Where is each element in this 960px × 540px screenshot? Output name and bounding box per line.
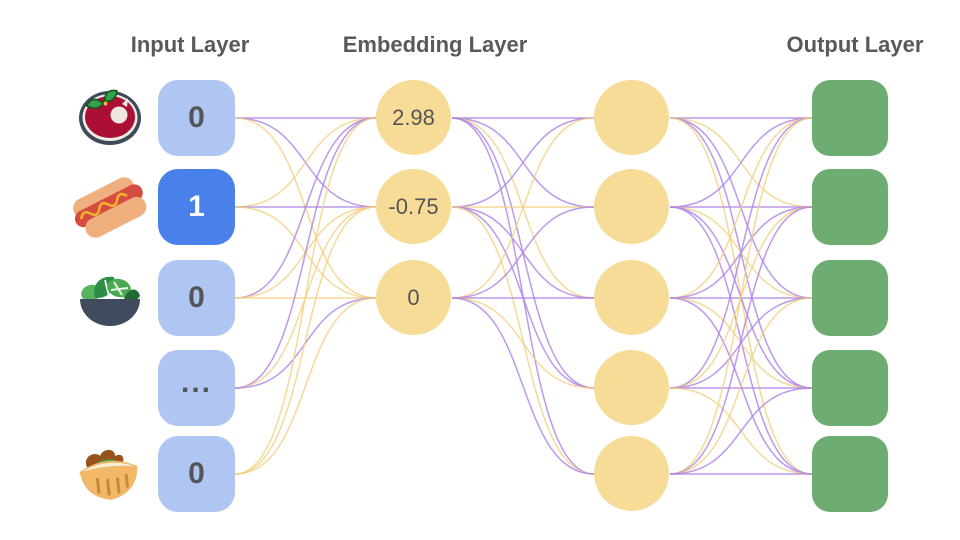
input-node-value: ... (180, 366, 212, 399)
input-node: 1 (158, 169, 235, 245)
embedding-layer-title: Embedding Layer (342, 32, 528, 57)
input-node: 0 (158, 80, 235, 156)
salad-icon (78, 270, 142, 333)
hidden-node (594, 80, 669, 155)
input-node: ... (158, 350, 235, 426)
output-node (812, 260, 888, 336)
embedding-node: -0.75 (376, 169, 451, 244)
output-node (812, 350, 888, 426)
output-layer-title: Output Layer (786, 32, 924, 57)
input-layer-title: Input Layer (130, 32, 250, 57)
embedding-node: 2.98 (376, 80, 451, 155)
output-node (812, 169, 888, 245)
embedding-node: 0 (376, 260, 451, 335)
input-node-value: 0 (188, 101, 205, 134)
input-node-value: 0 (188, 281, 205, 314)
soup-icon (78, 89, 142, 152)
input-node: 0 (158, 436, 235, 512)
hidden-node (594, 169, 669, 244)
input-node-value: 1 (188, 190, 205, 223)
hidden-node (594, 436, 669, 511)
input-node-value: 0 (188, 457, 205, 490)
input-node: 0 (158, 260, 235, 336)
embedding-node-value: 2.98 (392, 104, 435, 130)
embedding-node-value: 0 (407, 284, 420, 310)
output-node (812, 436, 888, 512)
hidden-node (594, 260, 669, 335)
pita-icon (76, 443, 142, 510)
output-node (812, 80, 888, 156)
hotdog-icon (72, 174, 148, 247)
hidden-node (594, 350, 669, 425)
embedding-node-value: -0.75 (388, 193, 439, 219)
